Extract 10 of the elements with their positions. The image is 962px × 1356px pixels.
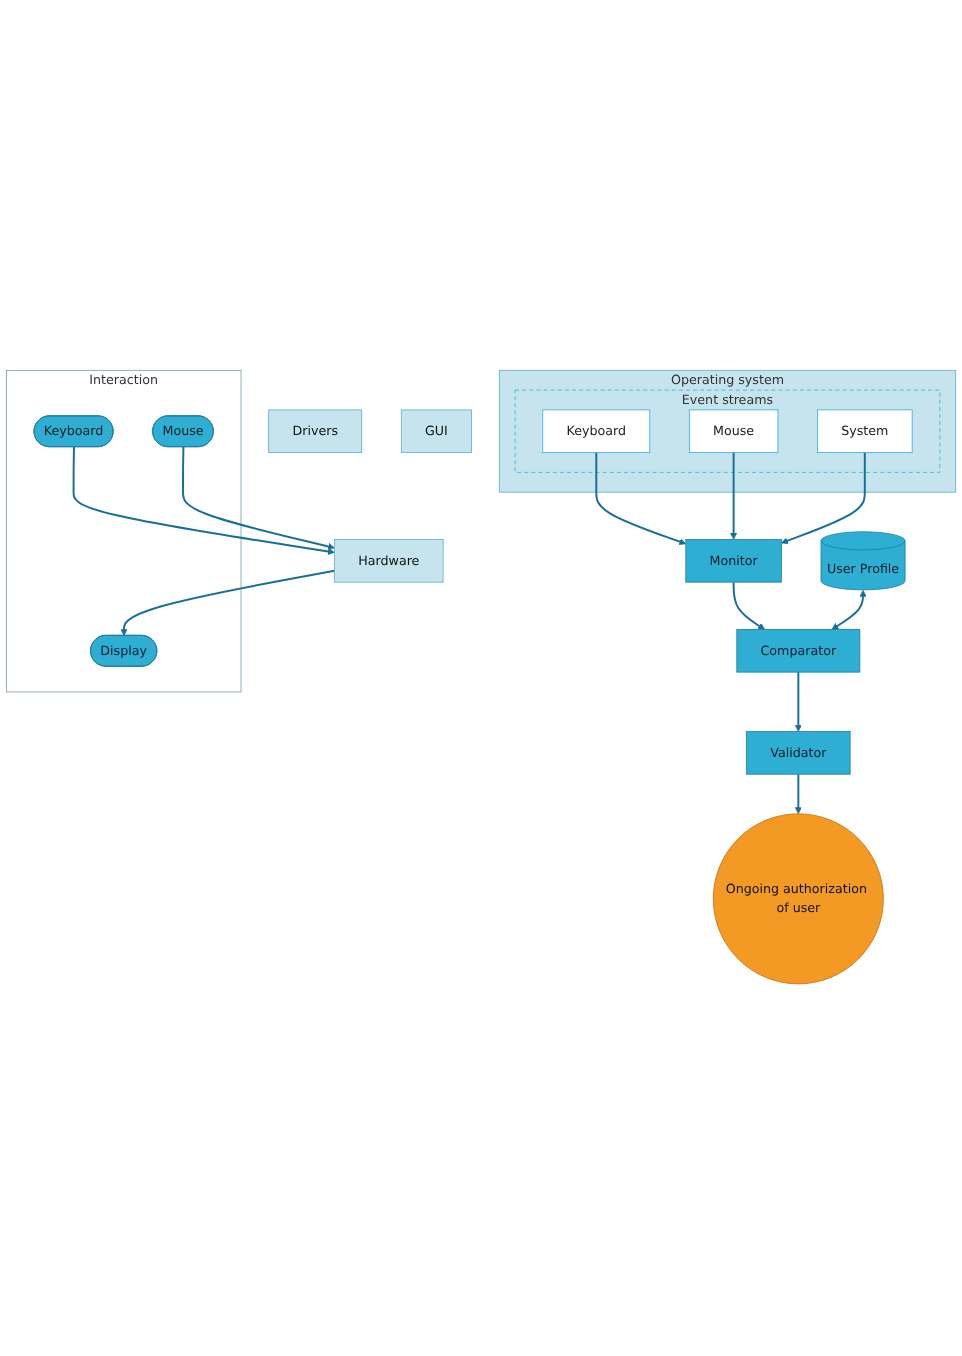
arrow [831,590,867,631]
arrow [794,672,802,733]
arrow [732,582,766,631]
arrow [182,446,335,551]
arrow [595,452,687,546]
arrow [72,446,335,556]
arrow [781,452,866,545]
arrow [120,570,336,637]
arrow [730,452,738,541]
arrow [794,774,802,815]
